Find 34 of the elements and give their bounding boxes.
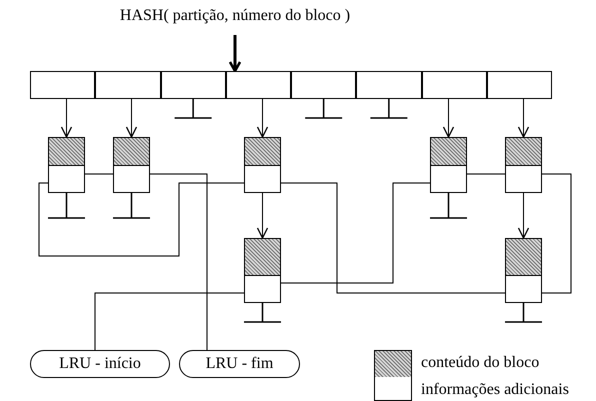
cache-block (113, 137, 150, 193)
list-link-line (94, 292, 244, 350)
legend-label: conteúdo do bloco (421, 354, 540, 372)
arrow (256, 192, 268, 239)
list-link-line (280, 182, 506, 294)
arrow (60, 98, 72, 138)
hash-function-label: HASH( partição, número do bloco ) (110, 7, 360, 29)
arrow (126, 98, 138, 138)
hash-table-slot (160, 71, 226, 99)
hash-table-slot (422, 71, 487, 99)
list-link-line (280, 182, 430, 284)
hash-table-slot (486, 71, 552, 99)
legend-label: informações adicionais (421, 381, 569, 399)
list-pointer-box: LRU - fim (179, 350, 300, 378)
hash-table-slot (291, 71, 356, 99)
arrow (442, 98, 454, 138)
hash-table-slot (226, 71, 291, 99)
list-link-line (150, 174, 208, 350)
list-pointer-box: LRU - início (30, 350, 170, 378)
cache-block (244, 137, 281, 193)
list-link-line (542, 174, 572, 294)
arrow (518, 98, 530, 138)
cache-block (505, 238, 542, 303)
arrow (228, 35, 242, 72)
list-link-line (38, 182, 244, 256)
hash-table-slot (95, 71, 160, 99)
hash-table-slot (30, 71, 96, 99)
cache-block (48, 137, 85, 193)
cache-block (430, 137, 467, 193)
hash-table-slot (356, 71, 422, 99)
arrow (256, 98, 268, 138)
cache-block (244, 238, 281, 303)
arrow (518, 192, 530, 239)
cache-block (505, 137, 542, 193)
